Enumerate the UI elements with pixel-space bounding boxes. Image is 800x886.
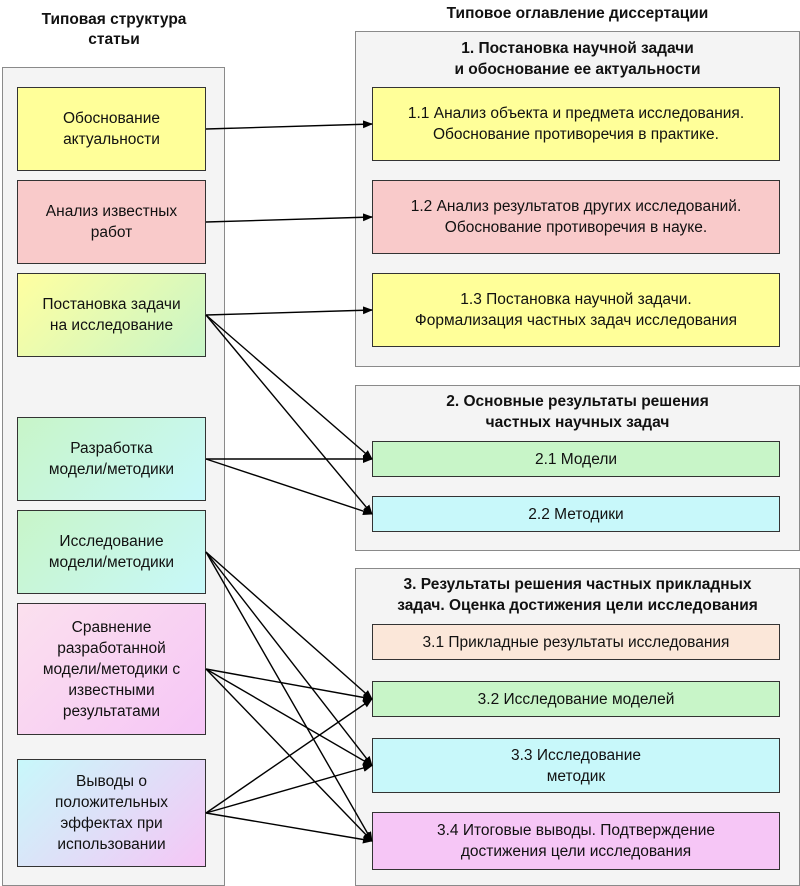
connector-arrow-L7-R32 xyxy=(205,698,373,814)
left-box-justification: Обоснование актуальности xyxy=(17,87,206,171)
connector-arrow-L1-R11 xyxy=(205,120,373,130)
toc-item-3-1: 3.1 Прикладные результаты исследования xyxy=(372,624,780,660)
left-box-comparison: Сравнение разработанной модели/методики … xyxy=(17,603,206,735)
left-box-known-works: Анализ известных работ xyxy=(17,180,206,264)
connector-arrow-L7-R34 xyxy=(205,812,373,844)
connector-arrow-L3-R13 xyxy=(205,306,373,316)
section-2-title: 2. Основные результаты решения частных н… xyxy=(446,393,709,431)
connector-arrow-L6-R34 xyxy=(205,668,373,842)
connector-arrow-L2-R12 xyxy=(205,213,373,223)
left-box-conclusions: Выводы о положительных эффектах при испо… xyxy=(17,759,206,867)
connector-arrow-L4-R22 xyxy=(205,458,373,515)
right-heading: Типовое оглавление диссертации xyxy=(446,5,709,22)
connector-arrow-L5-R32 xyxy=(205,551,373,700)
toc-item-3-4: 3.4 Итоговые выводы. Подтверждение дости… xyxy=(372,812,780,870)
connector-arrow-L3-R22 xyxy=(205,314,373,515)
connector-arrow-L5-R33 xyxy=(205,551,373,767)
toc-item-2-2: 2.2 Методики xyxy=(372,496,780,532)
section-3-title: 3. Результаты решения частных прикладных… xyxy=(397,576,758,614)
toc-item-1-1: 1.1 Анализ объекта и предмета исследован… xyxy=(372,87,780,161)
connector-arrow-L6-R33 xyxy=(205,668,373,767)
toc-item-1-2: 1.2 Анализ результатов других исследован… xyxy=(372,180,780,254)
connector-arrow-L3-R21 xyxy=(205,314,373,460)
toc-item-2-1: 2.1 Модели xyxy=(372,441,780,477)
toc-item-1-3: 1.3 Постановка научной задачи. Формализа… xyxy=(372,273,780,347)
section-1-title: 1. Постановка научной задачи и обоснован… xyxy=(454,40,701,78)
toc-item-3-3: 3.3 Исследование методик xyxy=(372,738,780,793)
connector-arrow-L6-R32 xyxy=(205,668,373,702)
connector-arrow-L7-R33 xyxy=(205,764,373,814)
toc-item-3-2: 3.2 Исследование моделей xyxy=(372,681,780,717)
left-heading: Типовая структура статьи xyxy=(41,11,187,48)
connector-arrow-L5-R34 xyxy=(205,551,373,842)
left-box-model-research: Исследование модели/методики xyxy=(17,510,206,594)
left-box-model-development: Разработка модели/методики xyxy=(17,417,206,501)
left-box-problem-statement: Постановка задачи на исследование xyxy=(17,273,206,357)
